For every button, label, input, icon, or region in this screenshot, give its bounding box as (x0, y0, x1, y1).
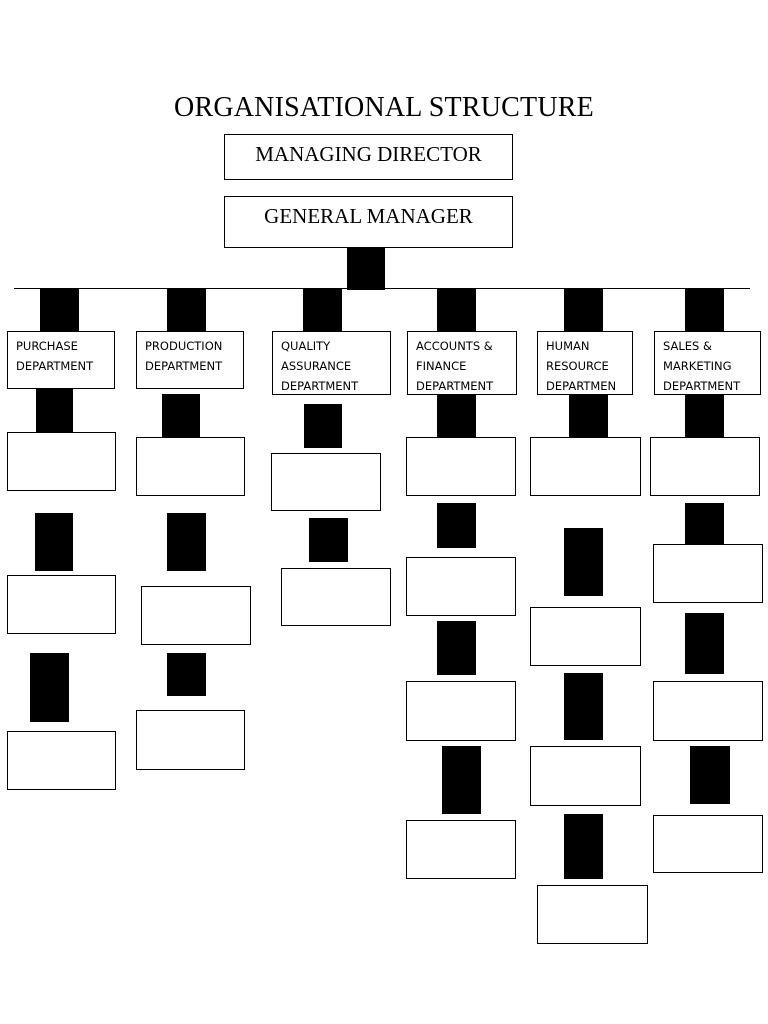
connector (685, 395, 724, 439)
managing-director-box: MANAGING DIRECTOR (224, 134, 513, 180)
connector (685, 503, 724, 548)
connector (437, 503, 476, 548)
empty-box (406, 437, 516, 496)
connector (309, 518, 348, 562)
connector (437, 621, 476, 675)
empty-box (650, 437, 760, 496)
empty-box (406, 681, 516, 741)
connector (162, 394, 200, 438)
connector (564, 814, 603, 879)
dept-sales-marketing: SALES & MARKETING DEPARTMENT (654, 331, 761, 395)
connector-purchase-top (40, 289, 79, 331)
dept-purchase: PURCHASE DEPARTMENT (7, 331, 115, 389)
dept-label-line: FINANCE (416, 359, 467, 373)
connector (167, 653, 206, 696)
horizontal-branch-line (14, 288, 750, 289)
dept-label-line: QUALITY (281, 339, 331, 353)
dept-label-line: DEPARTMENT (663, 379, 741, 393)
connector (36, 389, 73, 434)
dept-human-resource: HUMAN RESOURCE DEPARTMEN (537, 331, 633, 395)
connector (35, 513, 73, 571)
empty-box (136, 710, 245, 770)
empty-box (530, 746, 641, 806)
connector-production-top (167, 289, 206, 331)
empty-box (406, 820, 516, 879)
dept-label-line: MARKETING (663, 359, 732, 373)
connector (564, 673, 603, 740)
connector (167, 513, 206, 571)
empty-box (530, 437, 641, 496)
dept-production: PRODUCTION DEPARTMENT (136, 331, 244, 389)
connector (564, 528, 603, 596)
dept-label-line: DEPARTMENT (281, 379, 359, 393)
dept-label-line: PURCHASE (16, 339, 78, 353)
dept-label-line: DEPARTMENT (16, 359, 94, 373)
general-manager-label: GENERAL MANAGER (264, 204, 473, 228)
connector-quality-top (303, 289, 342, 331)
dept-label-line: PRODUCTION (145, 339, 223, 353)
managing-director-label: MANAGING DIRECTOR (255, 142, 482, 166)
empty-box (530, 607, 641, 666)
dept-label-line: DEPARTMEN (546, 379, 617, 393)
general-manager-box: GENERAL MANAGER (224, 196, 513, 248)
empty-box (281, 568, 391, 626)
empty-box (141, 586, 251, 645)
connector (442, 746, 481, 814)
connector (30, 653, 69, 722)
empty-box (653, 544, 763, 603)
dept-label-line: HUMAN (546, 339, 590, 353)
connector (304, 404, 342, 448)
empty-box (7, 432, 116, 491)
empty-box (406, 557, 516, 616)
connector-hr-top (564, 289, 603, 331)
dept-label-line: DEPARTMENT (145, 359, 223, 373)
empty-box (653, 815, 763, 873)
empty-box (136, 437, 245, 496)
chart-title: ORGANISATIONAL STRUCTURE (174, 92, 594, 123)
empty-box (537, 885, 648, 944)
dept-quality-assurance: QUALITY ASSURANCE DEPARTMENT (272, 331, 391, 395)
connector (685, 613, 724, 674)
dept-label-line: ASSURANCE (281, 359, 352, 373)
empty-box (271, 453, 381, 511)
connector-sales-top (685, 289, 724, 331)
dept-label-line: DEPARTMENT (416, 379, 494, 393)
connector (437, 395, 476, 439)
connector (690, 746, 730, 804)
dept-accounts-finance: ACCOUNTS & FINANCE DEPARTMENT (407, 331, 517, 395)
dept-label-line: RESOURCE (546, 359, 609, 373)
connector-accounts-top (437, 289, 476, 331)
dept-label-line: ACCOUNTS & (416, 339, 493, 353)
connector (569, 395, 608, 439)
empty-box (7, 731, 116, 790)
connector-gm (347, 248, 385, 290)
dept-label-line: SALES & (663, 339, 712, 353)
empty-box (653, 681, 763, 741)
empty-box (7, 575, 116, 634)
